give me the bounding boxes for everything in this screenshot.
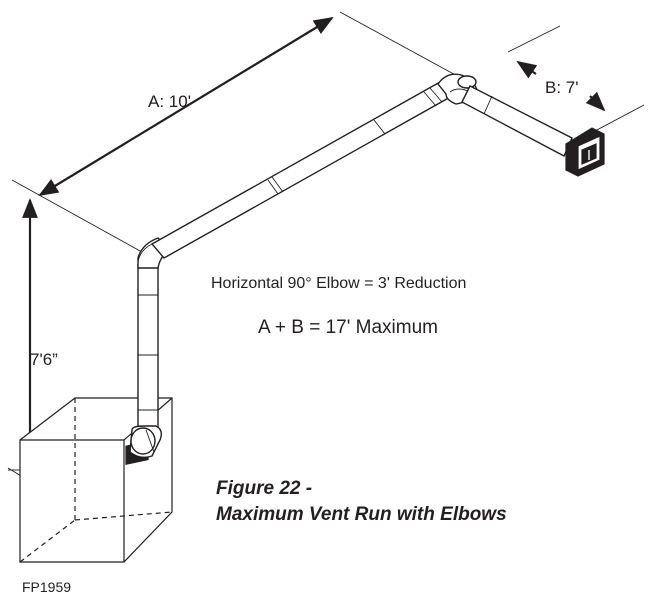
horizontal-pipe-b	[461, 85, 573, 157]
dimension-a-label: A: 10'	[148, 92, 191, 111]
vertical-pipe	[129, 264, 163, 459]
dimension-a-arrow	[38, 16, 334, 197]
elbow-reduction-note: Horizontal 90° Elbow = 3' Reduction	[211, 275, 466, 292]
dimension-b-arrow-top	[516, 60, 538, 79]
dimension-b-label: B: 7'	[545, 78, 579, 97]
figure-caption-line1: Figure 22 -	[216, 478, 312, 499]
drawing-code: FP1959	[22, 579, 71, 595]
dimension-height-label: 7'6”	[30, 350, 58, 369]
figure-caption-line2: Maximum Vent Run with Elbows	[216, 504, 507, 525]
maximum-note: A + B = 17' Maximum	[258, 317, 438, 338]
horizontal-pipe-a	[150, 81, 454, 259]
termination-cap	[565, 127, 605, 177]
dimension-b-arrow-bottom	[585, 91, 606, 112]
